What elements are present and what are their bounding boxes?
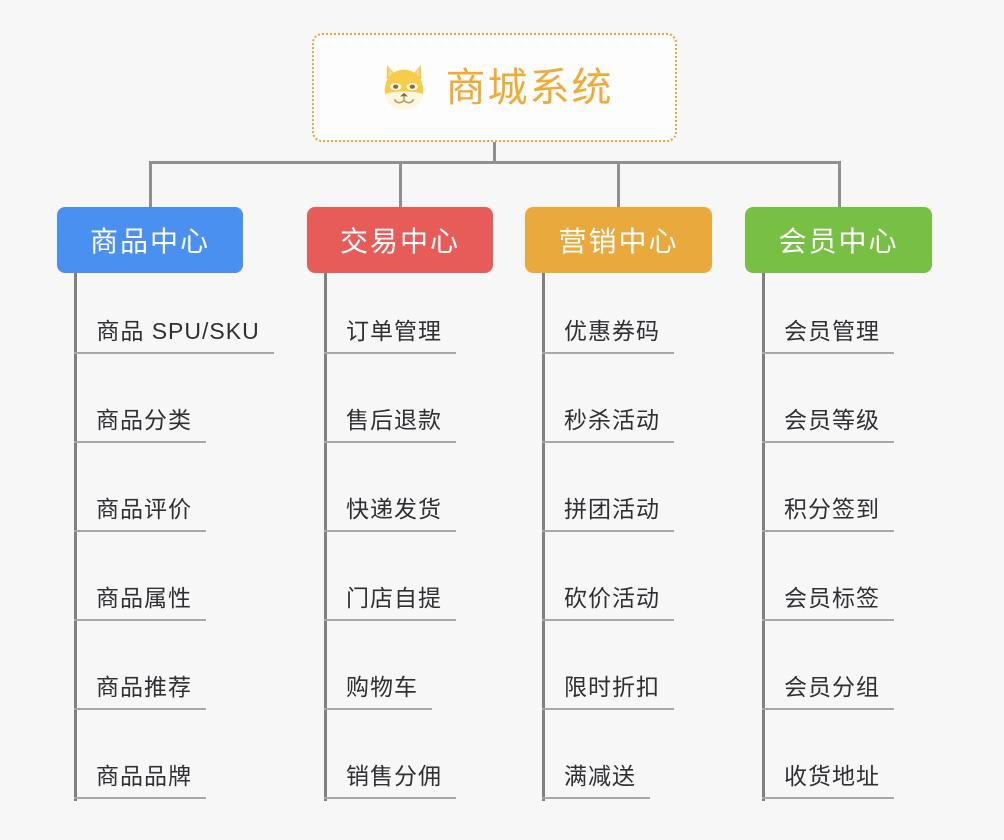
- leaf-item[interactable]: 会员等级: [762, 362, 894, 443]
- leaf-item[interactable]: 秒杀活动: [542, 362, 674, 443]
- leaf-item-label: 销售分佣: [346, 763, 442, 789]
- leaf-item-label: 购物车: [346, 674, 418, 700]
- connector-drop-1: [149, 161, 152, 207]
- leaf-item[interactable]: 售后退款: [324, 362, 456, 443]
- root-node-mall-system[interactable]: 商城系统: [312, 33, 677, 142]
- category-box-2[interactable]: 交易中心: [307, 207, 493, 273]
- leaf-item-label: 收货地址: [784, 763, 880, 789]
- leaf-item[interactable]: 商品 SPU/SKU: [74, 273, 274, 354]
- leaf-item[interactable]: 商品品牌: [74, 718, 206, 799]
- leaf-item[interactable]: 砍价活动: [542, 540, 674, 621]
- leaf-item-label: 商品 SPU/SKU: [96, 318, 260, 344]
- leaf-item[interactable]: 购物车: [324, 629, 432, 710]
- leaf-item-label: 快递发货: [346, 496, 442, 522]
- leaf-item[interactable]: 销售分佣: [324, 718, 456, 799]
- leaf-item[interactable]: 会员分组: [762, 629, 894, 710]
- leaf-item[interactable]: 订单管理: [324, 273, 456, 354]
- leaf-item[interactable]: 限时折扣: [542, 629, 674, 710]
- leaf-spine-4: [762, 273, 765, 801]
- leaf-item-label: 门店自提: [346, 585, 442, 611]
- leaf-item-label: 订单管理: [346, 318, 442, 344]
- leaf-item-label: 会员管理: [784, 318, 880, 344]
- leaf-item-label: 秒杀活动: [564, 407, 660, 433]
- connector-drop-2: [399, 161, 402, 207]
- leaf-item[interactable]: 会员标签: [762, 540, 894, 621]
- leaf-item[interactable]: 会员管理: [762, 273, 894, 354]
- category-title-4: 会员中心: [778, 226, 899, 257]
- category-title-1: 商品中心: [89, 226, 210, 257]
- leaf-item[interactable]: 门店自提: [324, 540, 456, 621]
- category-title-2: 交易中心: [339, 226, 460, 257]
- connector-drop-3: [617, 161, 620, 207]
- leaf-item[interactable]: 商品分类: [74, 362, 206, 443]
- leaf-spine-3: [542, 273, 545, 801]
- leaf-spine-1: [74, 273, 77, 801]
- leaf-item[interactable]: 积分签到: [762, 451, 894, 532]
- leaf-spine-2: [324, 273, 327, 801]
- leaf-item-label: 积分签到: [784, 496, 880, 522]
- leaf-item[interactable]: 商品属性: [74, 540, 206, 621]
- category-title-3: 营销中心: [558, 226, 679, 257]
- leaf-item-label: 商品评价: [96, 496, 192, 522]
- leaf-item-label: 满减送: [564, 763, 636, 789]
- leaf-item-label: 拼团活动: [564, 496, 660, 522]
- leaf-item[interactable]: 优惠券码: [542, 273, 674, 354]
- leaf-item[interactable]: 商品评价: [74, 451, 206, 532]
- root-node-title: 商城系统: [445, 65, 614, 110]
- leaf-item-label: 商品品牌: [96, 763, 192, 789]
- leaf-item[interactable]: 快递发货: [324, 451, 456, 532]
- shiba-dog-emoji-icon: [384, 64, 423, 110]
- leaf-item-label: 商品属性: [96, 585, 192, 611]
- leaf-item-label: 会员分组: [784, 674, 880, 700]
- leaf-item-label: 会员等级: [784, 407, 880, 433]
- category-box-4[interactable]: 会员中心: [745, 207, 932, 273]
- category-box-1[interactable]: 商品中心: [57, 207, 243, 273]
- leaf-item-label: 优惠券码: [564, 318, 660, 344]
- leaf-item-label: 限时折扣: [564, 674, 660, 700]
- connector-root-vertical: [493, 142, 496, 164]
- leaf-item-label: 售后退款: [346, 407, 442, 433]
- connector-horizontal-bus: [149, 161, 841, 164]
- leaf-item-label: 商品推荐: [96, 674, 192, 700]
- leaf-item[interactable]: 满减送: [542, 718, 650, 799]
- leaf-item-label: 商品分类: [96, 407, 192, 433]
- leaf-item[interactable]: 商品推荐: [74, 629, 206, 710]
- leaf-item-label: 会员标签: [784, 585, 880, 611]
- leaf-item-label: 砍价活动: [564, 585, 660, 611]
- leaf-item[interactable]: 收货地址: [762, 718, 894, 799]
- leaf-item[interactable]: 拼团活动: [542, 451, 674, 532]
- connector-drop-4: [838, 161, 841, 207]
- category-box-3[interactable]: 营销中心: [525, 207, 712, 273]
